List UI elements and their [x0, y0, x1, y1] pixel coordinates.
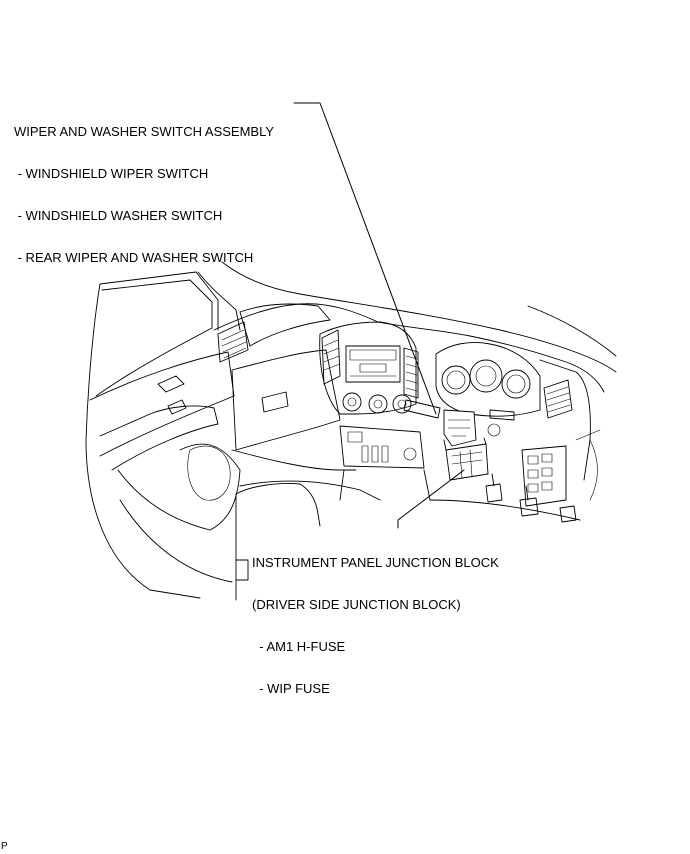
rear-wiper-washer-switch-item: - REAR WIPER AND WASHER SWITCH	[14, 250, 254, 265]
door-frame	[85, 271, 219, 599]
pillar-a	[197, 271, 241, 331]
door-pocket	[117, 443, 241, 531]
pedal-3	[559, 505, 577, 523]
junction-block-title: INSTRUMENT PANEL JUNCTION BLOCK	[252, 555, 499, 570]
door-armrest	[99, 405, 219, 471]
left-air-vent	[217, 321, 249, 363]
dash-right-edge	[539, 359, 591, 481]
gauge-3	[501, 369, 531, 399]
door-handle	[157, 375, 187, 415]
roof-pillar-right	[527, 305, 617, 357]
door-panel-lower	[119, 499, 233, 583]
floor-console	[239, 469, 431, 501]
dash-lower-edge	[231, 449, 357, 471]
junction-block-callout: INSTRUMENT PANEL JUNCTION BLOCK (DRIVER …	[252, 528, 499, 710]
door-window	[95, 279, 213, 397]
instrument-cluster	[435, 342, 541, 417]
pedal-1	[485, 473, 503, 503]
windshield-washer-switch-item: - WINDSHIELD WASHER SWITCH	[14, 208, 223, 223]
seat	[235, 483, 321, 601]
wiper-switch-callout: WIPER AND WASHER SWITCH ASSEMBLY - WINDS…	[14, 97, 274, 279]
wiper-switch-leader	[293, 102, 437, 415]
corner-mark: P	[1, 841, 8, 852]
lower-console	[339, 425, 425, 469]
door-speaker	[187, 445, 231, 501]
climate-knob-3	[392, 394, 412, 414]
junction-block-subtitle: (DRIVER SIDE JUNCTION BLOCK)	[252, 597, 461, 612]
climate-knob-1	[342, 392, 362, 412]
junction-block-leader	[397, 469, 465, 529]
glovebox-upper	[239, 303, 331, 347]
kick-panel-right	[521, 445, 567, 507]
center-vent-right	[403, 347, 419, 399]
floor-line	[429, 499, 581, 521]
center-panel	[319, 321, 417, 415]
am1-fuse-item: - AM1 H-FUSE	[252, 639, 346, 654]
glovebox-handle	[261, 391, 289, 413]
glovebox	[231, 349, 341, 451]
wip-fuse-item: - WIP FUSE	[252, 681, 330, 696]
audio-unit	[345, 345, 401, 383]
windshield-edge	[221, 261, 617, 373]
pedal-2	[519, 485, 539, 517]
gauge-1	[441, 365, 471, 395]
turn-signal-lever	[489, 409, 515, 421]
dashboard-top	[213, 303, 605, 393]
wiper-switch-lever	[403, 399, 441, 419]
wiper-switch-title: WIPER AND WASHER SWITCH ASSEMBLY	[14, 124, 275, 139]
door-trim	[89, 351, 235, 457]
climate-knob-2	[368, 394, 388, 414]
right-air-vent	[543, 379, 573, 419]
windshield-wiper-switch-item: - WINDSHIELD WIPER SWITCH	[14, 166, 209, 181]
center-vent-left	[321, 329, 341, 385]
gauge-2	[469, 359, 503, 393]
